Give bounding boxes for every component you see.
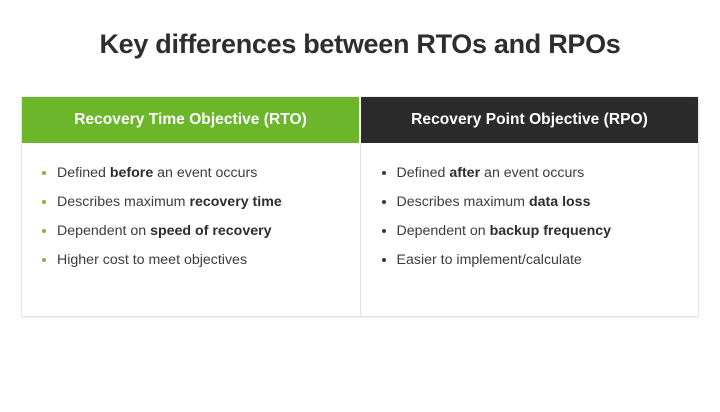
list-item-strong: recovery time xyxy=(189,194,282,210)
list-item-lead: Higher cost to meet objectives xyxy=(57,252,248,268)
bullet-dot-icon xyxy=(42,171,46,175)
list-item: Easier to implement/calculate xyxy=(380,251,699,269)
list-item-lead: Dependent on xyxy=(57,223,151,239)
list-item-lead: Defined xyxy=(57,165,110,181)
table-body-row: Defined before an event occurs Describes… xyxy=(22,143,698,316)
list-item-lead: Defined xyxy=(396,165,450,181)
bullet-dot-icon xyxy=(381,171,386,175)
list-item-tail: an event occurs xyxy=(480,165,585,181)
bullet-dot-icon xyxy=(42,229,46,233)
column-header-rto: Recovery Time Objective (RTO) xyxy=(22,97,359,143)
list-item-strong: before xyxy=(109,165,154,181)
list-item: Describes maximum recovery time xyxy=(40,193,360,211)
bullet-dot-icon xyxy=(381,229,386,233)
list-item-lead: Describes maximum xyxy=(57,194,190,210)
list-item-strong: after xyxy=(449,165,481,181)
column-body-rpo: Defined after an event occurs Describes … xyxy=(361,143,699,316)
list-item-strong: speed of recovery xyxy=(150,223,272,239)
page-title: Key differences between RTOs and RPOs xyxy=(99,29,621,59)
list-item: Defined before an event occurs xyxy=(40,164,360,182)
bullet-dot-icon xyxy=(42,258,46,262)
list-item-strong: data loss xyxy=(528,194,591,210)
bullet-dot-icon xyxy=(42,200,46,204)
bullet-list-rpo: Defined after an event occurs Describes … xyxy=(380,164,699,269)
list-item-tail: an event occurs xyxy=(153,165,258,181)
list-item: Dependent on backup frequency xyxy=(380,222,699,240)
column-body-rto: Defined before an event occurs Describes… xyxy=(22,143,360,316)
header-column-gap xyxy=(359,97,361,143)
list-item: Higher cost to meet objectives xyxy=(40,251,360,269)
list-item-strong: backup frequency xyxy=(489,223,612,239)
list-item: Describes maximum data loss xyxy=(380,193,699,211)
list-item: Defined after an event occurs xyxy=(380,164,699,182)
comparison-table: Recovery Time Objective (RTO) Recovery P… xyxy=(22,97,698,316)
list-item-lead: Describes maximum xyxy=(396,194,529,210)
column-header-rpo: Recovery Point Objective (RPO) xyxy=(361,97,698,143)
bullet-dot-icon xyxy=(381,258,386,262)
list-item-lead: Easier to implement/calculate xyxy=(396,252,582,268)
column-divider xyxy=(359,143,361,316)
bullet-list-rto: Defined before an event occurs Describes… xyxy=(40,164,360,269)
table-header-row: Recovery Time Objective (RTO) Recovery P… xyxy=(22,97,698,143)
list-item-lead: Dependent on xyxy=(396,223,490,239)
list-item: Dependent on speed of recovery xyxy=(40,222,360,240)
bullet-dot-icon xyxy=(381,200,386,204)
